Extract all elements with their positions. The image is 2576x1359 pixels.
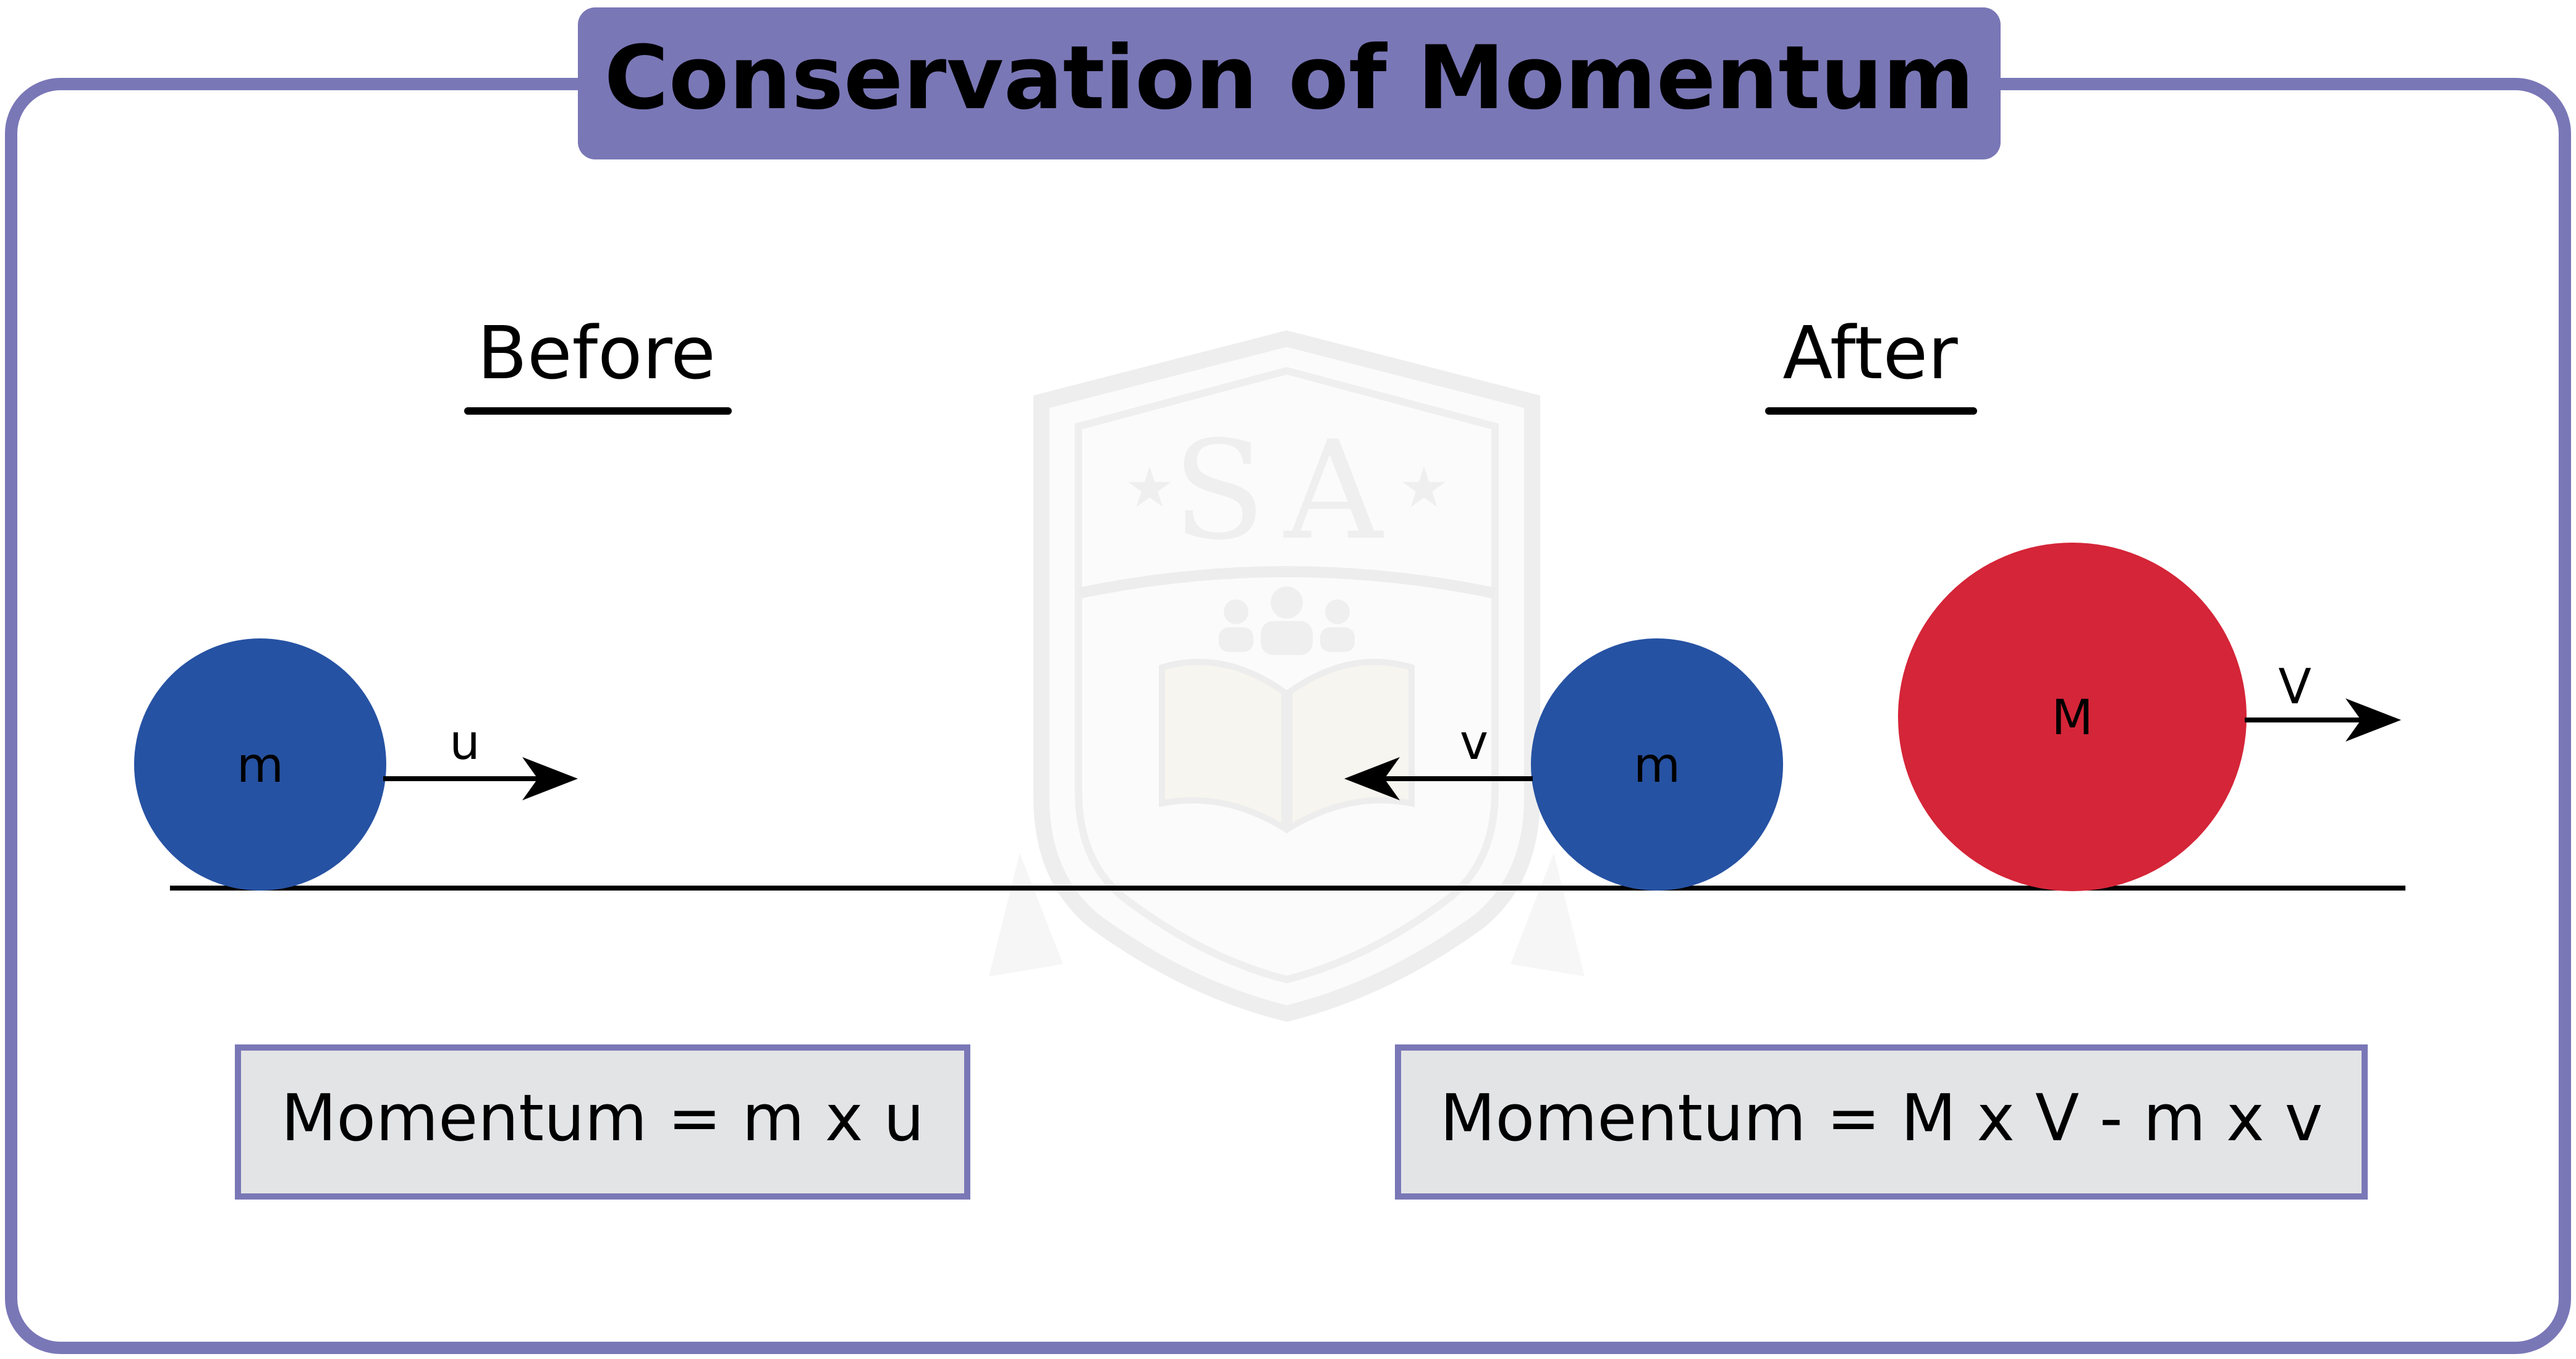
before-ball-label: m <box>237 738 284 794</box>
watermark-text: SA <box>1172 412 1401 570</box>
page-title: Conservation of Momentum <box>604 27 1975 129</box>
before-equation: Momentum = m x u <box>281 1080 925 1156</box>
before-ball <box>134 638 386 891</box>
after-small-ball-label: m <box>1633 738 1680 794</box>
watermark-book-icon <box>1159 659 1415 834</box>
arrow-right-icon <box>2345 698 2401 742</box>
after-equation-box <box>1395 1044 2368 1200</box>
after-large-ball-label: M <box>2051 690 2093 746</box>
after-large-velocity-label: V <box>2278 659 2311 715</box>
arrow-left-icon <box>1344 757 1400 800</box>
watermark-star-right-icon: ★ <box>1399 455 1449 520</box>
after-equation: Momentum = M x V - m x v <box>1440 1080 2323 1156</box>
watermark-logo: SA ★ ★ <box>989 330 1585 1022</box>
after-small-ball <box>1531 638 1783 891</box>
watermark-star-left-icon: ★ <box>1125 455 1175 520</box>
before-heading: Before <box>477 310 716 396</box>
watermark-people-icon <box>1219 586 1355 655</box>
arrow-right-icon <box>522 757 578 800</box>
before-velocity-label: u <box>449 715 480 771</box>
after-heading: After <box>1782 310 1958 396</box>
after-large-ball <box>1898 543 2247 891</box>
title-banner <box>578 7 2001 159</box>
before-equation-box <box>235 1044 970 1200</box>
after-small-velocity-label: v <box>1460 715 1488 771</box>
